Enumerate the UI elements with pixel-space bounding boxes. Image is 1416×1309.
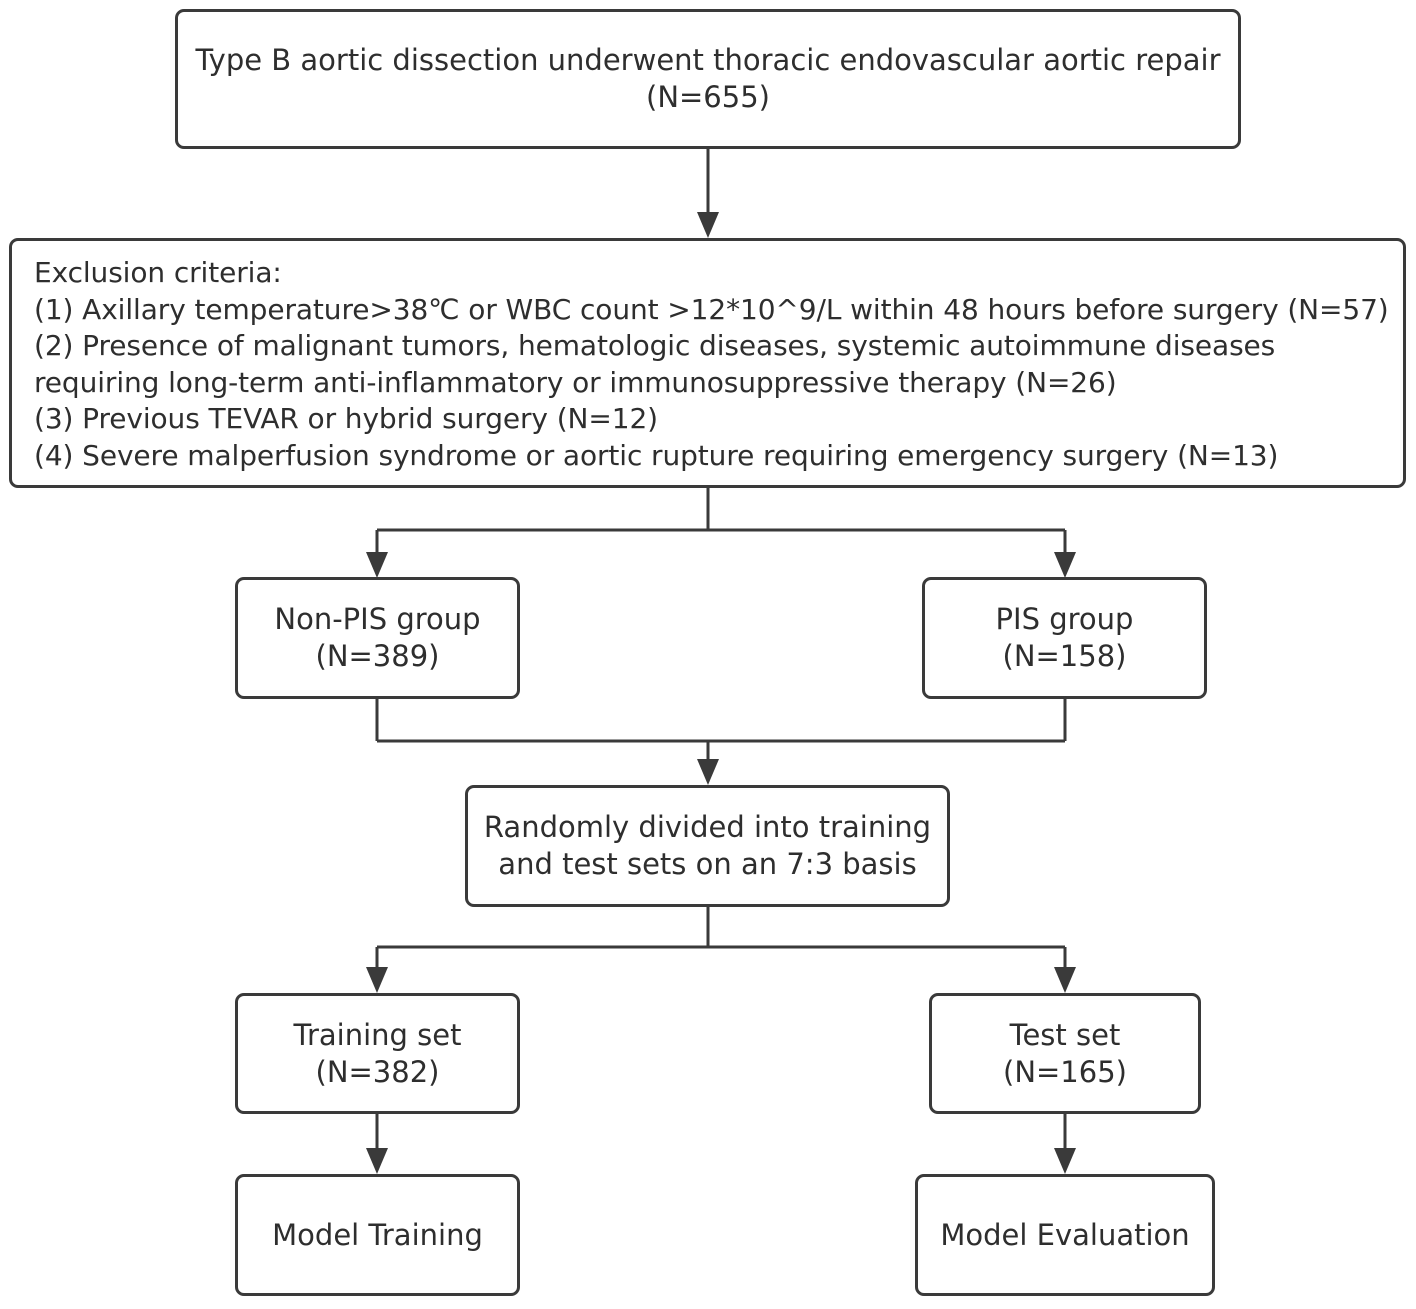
- non-pis-group-box: Non-PIS group (N=389): [235, 577, 520, 699]
- model-evaluation-box: Model Evaluation: [915, 1174, 1215, 1296]
- exclusion-heading: Exclusion criteria:: [34, 256, 282, 289]
- pis-group-box: PIS group (N=158): [922, 577, 1207, 699]
- start-count: (N=655): [646, 80, 770, 114]
- arrowhead-to-split: [697, 759, 719, 785]
- random-split-box: Randomly divided into training and test …: [465, 785, 950, 907]
- arrowhead-to-exclusion: [697, 212, 719, 238]
- model-training-box: Model Training: [235, 1174, 520, 1296]
- test-set-count: (N=165): [1003, 1054, 1127, 1089]
- exclusion-criterion-1: (1) Axillary temperature>38℃ or WBC coun…: [34, 292, 1389, 326]
- exclusion-criterion-3: (3) Previous TEVAR or hybrid surgery (N=…: [34, 402, 658, 436]
- pis-group-count: (N=158): [1002, 639, 1127, 673]
- exclusion-criterion-2-continued: requiring long-term anti-inflammatory or…: [34, 365, 1117, 399]
- arrowhead-to-model-training: [366, 1148, 388, 1174]
- start-title: Type B aortic dissection underwent thora…: [195, 43, 1221, 77]
- arrowhead-to-pis: [1054, 552, 1076, 578]
- model-training-label: Model Training: [272, 1217, 483, 1252]
- training-set-count: (N=382): [315, 1054, 440, 1089]
- arrowhead-to-model-evaluation: [1054, 1148, 1076, 1174]
- exclusion-criterion-2: (2) Presence of malignant tumors, hemato…: [34, 329, 1276, 363]
- non-pis-group-label: Non-PIS group: [274, 602, 481, 636]
- arrowhead-to-training-set: [366, 967, 388, 993]
- test-set-box: Test set (N=165): [929, 993, 1201, 1114]
- training-set-box: Training set (N=382): [235, 993, 520, 1114]
- exclusion-criteria-box: Exclusion criteria: (1) Axillary tempera…: [9, 238, 1406, 488]
- random-split-line-2: and test sets on an 7:3 basis: [498, 847, 917, 881]
- non-pis-group-count: (N=389): [315, 639, 440, 673]
- random-split-line-1: Randomly divided into training: [483, 810, 932, 844]
- pis-group-label: PIS group: [995, 602, 1134, 636]
- arrowhead-to-non-pis: [366, 552, 388, 578]
- model-evaluation-label: Model Evaluation: [940, 1217, 1190, 1252]
- exclusion-criterion-4: (4) Severe malperfusion syndrome or aort…: [34, 438, 1279, 472]
- start-box: Type B aortic dissection underwent thora…: [175, 9, 1241, 149]
- training-set-label: Training set: [293, 1017, 462, 1052]
- test-set-label: Test set: [1009, 1017, 1121, 1052]
- arrowhead-to-test-set: [1054, 967, 1076, 993]
